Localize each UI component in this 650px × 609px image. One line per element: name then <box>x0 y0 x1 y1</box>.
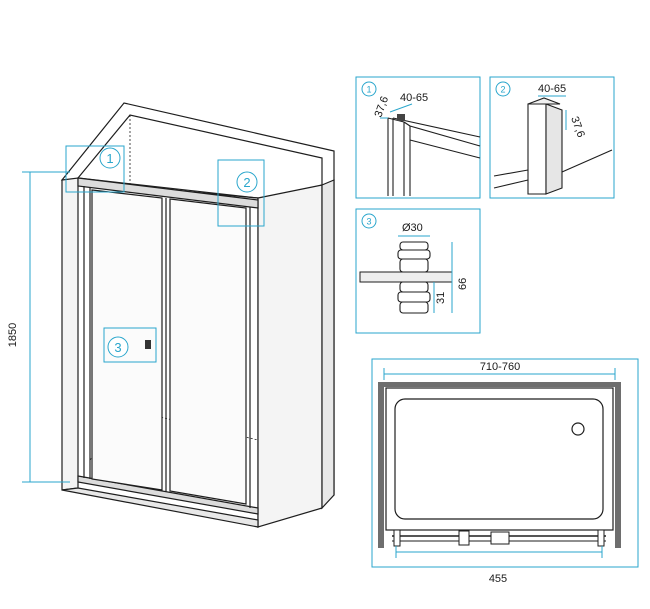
plan-view: 710-760 455 <box>371 358 639 585</box>
detail-2-profile-front <box>527 103 547 195</box>
detail-3-box: 3 Ø30 31 66 <box>355 208 481 334</box>
plan-drain <box>571 422 585 436</box>
detail-3-dim-inner: 31 <box>435 292 447 304</box>
height-dimension: 1850 <box>7 171 70 483</box>
shower-base <box>61 487 259 528</box>
detail-3-knob-lower <box>397 281 431 314</box>
detail-2-number: 2 <box>500 85 505 95</box>
door-handle <box>145 340 151 349</box>
detail-1-clip <box>397 114 405 121</box>
left-wall-pillar <box>61 177 79 491</box>
door-bottom-rail <box>77 475 259 515</box>
detail-3-glass <box>359 271 453 283</box>
detail-1-number: 1 <box>366 85 371 95</box>
detail-2-top-dim: 40-65 <box>538 83 566 95</box>
detail-3-number: 3 <box>366 217 371 227</box>
plan-tray-inner <box>394 398 604 520</box>
glass-panel-left <box>91 189 163 491</box>
detail-2-profile-side <box>545 103 563 195</box>
callout-3-number: 3 <box>114 340 121 355</box>
height-label: 1850 <box>7 323 19 347</box>
detail-3-diameter: Ø30 <box>402 222 423 234</box>
plan-left-wall <box>378 382 384 548</box>
detail-2-box: 2 40-65 37,6 <box>489 76 615 199</box>
detail-3-knob-upper <box>397 241 431 273</box>
plan-right-wall <box>615 382 621 548</box>
detail-1-box: 1 40-65 37,6 <box>355 76 481 199</box>
right-wall <box>257 184 323 528</box>
callout-3: 3 <box>103 327 157 363</box>
callout-2: 2 <box>217 159 265 227</box>
callout-2-number: 2 <box>243 175 250 190</box>
glass-panel-right <box>169 198 247 505</box>
detail-1-top-dim: 40-65 <box>400 92 428 104</box>
right-wall-edge <box>321 179 335 510</box>
plan-back-wall <box>378 382 621 387</box>
callout-1-number: 1 <box>106 151 113 166</box>
plan-width-label: 710-760 <box>480 361 520 373</box>
callout-1: 1 <box>65 145 125 193</box>
detail-3-dim-outer: 66 <box>457 278 469 290</box>
main-3d-view <box>60 102 335 528</box>
plan-bottom-label: 455 <box>489 573 507 585</box>
door-top-rail <box>77 177 259 209</box>
